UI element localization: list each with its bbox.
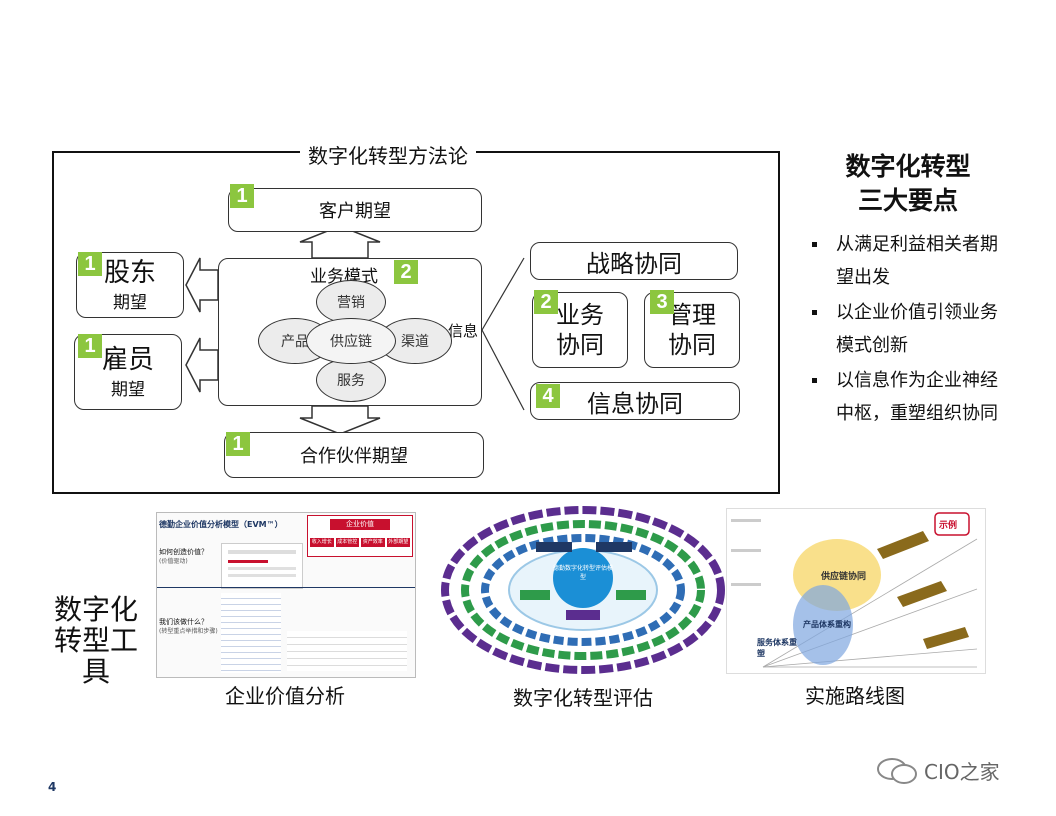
- tool-caption: 实施路线图: [726, 680, 984, 709]
- num-badge: 1: [78, 334, 102, 358]
- management-sync-line1: 管理: [668, 300, 716, 330]
- business-sync-line1: 业务: [556, 300, 604, 330]
- key-point: 从满足利益相关者期望出发: [808, 228, 1008, 294]
- side-title-line2: 三大要点: [808, 184, 1008, 218]
- strategy-sync-box: 战略协同: [530, 242, 738, 280]
- bracket-bottom: [482, 330, 524, 410]
- partner-label: 合作伙伴期望: [300, 442, 408, 468]
- watermark-text: CIO之家: [924, 756, 1000, 785]
- tool-caption: 企业价值分析: [156, 680, 414, 709]
- thumb1-notes: [287, 631, 407, 671]
- side-title: 数字化转型 三大要点: [808, 150, 1008, 218]
- value-chip: 收入增长: [310, 538, 334, 547]
- thumb1-q2-sub: (转型重点举措和步骤): [159, 626, 218, 635]
- num-badge: 1: [226, 432, 250, 456]
- info-label: 信息: [448, 320, 478, 341]
- thumb1-screenshot: [221, 543, 303, 589]
- customer-expectation-box: 客户期望: [228, 188, 482, 232]
- assessment-ring-graphic: [440, 506, 726, 674]
- business-sync-line2: 协同: [556, 330, 604, 360]
- shareholder-sub: 期望: [113, 288, 147, 313]
- key-point: 以企业价值引领业务模式创新: [808, 296, 1008, 362]
- info-sync-label: 信息协同: [587, 384, 683, 419]
- employee-title: 雇员: [102, 345, 154, 375]
- num-badge: 1: [230, 184, 254, 208]
- key-points-list: 从满足利益相关者期望出发 以企业价值引领业务模式创新 以信息作为企业神经中枢，重…: [808, 228, 1008, 432]
- roadmap-label-c: 服务体系重塑: [757, 637, 803, 659]
- num-badge: 2: [394, 260, 418, 284]
- arrow-down: [300, 406, 380, 434]
- page-number: 4: [48, 780, 56, 794]
- roadmap-label-b: 产品体系重构: [803, 619, 851, 630]
- thumb1-q1-sub: (价值驱动): [159, 556, 188, 565]
- chat-bubbles-icon: [876, 757, 918, 785]
- shareholder-title: 股东: [104, 258, 156, 288]
- arrow-left-shareholder: [186, 258, 218, 312]
- petal-service: 服务: [316, 358, 386, 402]
- management-sync-line2: 协同: [668, 330, 716, 360]
- side-title-line1: 数字化转型: [808, 150, 1008, 184]
- thumb1-divider: [157, 587, 415, 588]
- partner-expectation-box: 合作伙伴期望: [224, 432, 484, 478]
- roadmap-label-a: 供应链协同: [821, 569, 866, 582]
- tools-label: 数字化转型工具: [52, 594, 140, 687]
- arrow-left-employee: [186, 338, 218, 392]
- num-badge: 4: [536, 384, 560, 408]
- petal-supply-chain: 供应链: [306, 318, 396, 364]
- thumb1-title: 德勤企业价值分析模型（EVM™）: [159, 519, 283, 530]
- assessment-thumbnail: 德勤数字化转型评估模型: [440, 506, 726, 674]
- value-chip: 资产效率: [361, 538, 385, 547]
- value-panel: 企业价值 收入增长 成本管控 资产效率 外部期望: [307, 515, 413, 557]
- key-point: 以信息作为企业神经中枢，重塑组织协同: [808, 364, 1008, 430]
- roadmap-tag: 示例: [939, 518, 957, 531]
- employee-sub: 期望: [111, 375, 145, 400]
- bracket-top: [482, 258, 524, 330]
- strategy-sync-label: 战略协同: [586, 244, 682, 279]
- value-panel-title: 企业价值: [330, 519, 390, 530]
- num-badge: 3: [650, 290, 674, 314]
- value-chip: 外部期望: [387, 538, 411, 547]
- thumb1-list: [221, 593, 281, 673]
- tool-caption: 数字化转型评估: [440, 682, 726, 711]
- num-badge: 1: [78, 252, 102, 276]
- assessment-center-label: 德勤数字化转型评估模型: [553, 564, 613, 582]
- value-analysis-thumbnail: 德勤企业价值分析模型（EVM™） 企业价值 收入增长 成本管控 资产效率 外部期…: [156, 512, 416, 678]
- num-badge: 2: [534, 290, 558, 314]
- info-sync-box: 信息协同: [530, 382, 740, 420]
- roadmap-thumbnail: 示例 供应链协同 产品体系重构 服务体系重塑: [726, 508, 986, 674]
- watermark: CIO之家: [876, 756, 1000, 785]
- value-chip: 成本管控: [336, 538, 360, 547]
- customer-label: 客户期望: [319, 197, 391, 223]
